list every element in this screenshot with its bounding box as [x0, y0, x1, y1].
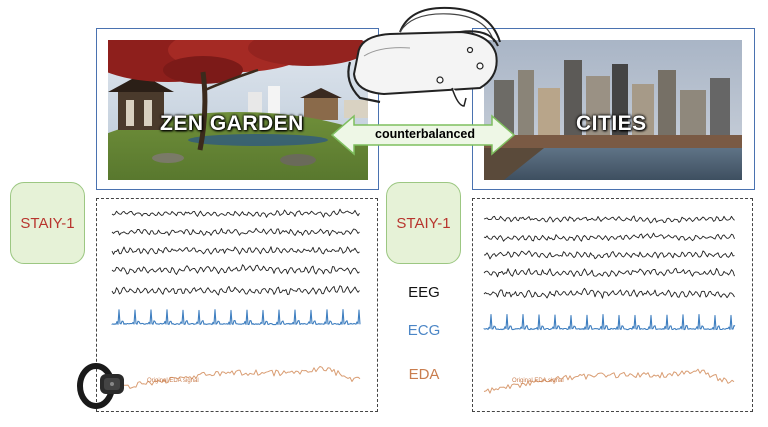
wristband-sensor-icon	[77, 363, 124, 409]
cities-label: CITIES	[576, 112, 647, 135]
stai-box-left: STAIY-1	[10, 182, 85, 264]
eda-trace-left	[111, 365, 361, 392]
eeg-trace-left-1	[111, 208, 360, 218]
cities-image	[484, 40, 742, 180]
zen-garden-image	[108, 40, 368, 180]
eda-caption-right: Original EDA signal	[512, 378, 564, 384]
ecg-trace-right	[483, 313, 736, 331]
eeg-trace-right-4	[483, 267, 735, 278]
eeg-label: EEG	[408, 284, 440, 301]
vr-headset-icon	[347, 6, 501, 107]
eeg-trace-left-4	[111, 264, 360, 275]
eeg-trace-left-2	[111, 227, 360, 237]
stai-label-left: STAIY-1	[20, 214, 75, 232]
eeg-trace-left-5	[111, 285, 360, 296]
signals-box-left	[96, 198, 378, 412]
eeg-trace-right-5	[483, 287, 735, 299]
counterbalanced-label: counterbalanced	[375, 127, 476, 141]
ecg-label: ECG	[407, 322, 441, 339]
zen-garden-label: ZEN GARDEN	[160, 112, 304, 135]
eda-caption-left: Original EDA signal	[147, 378, 199, 384]
eeg-trace-right-3	[483, 250, 735, 260]
eeg-trace-left-3	[111, 246, 360, 255]
eeg-trace-right-2	[483, 232, 735, 242]
eda-trace-right	[483, 368, 735, 394]
signals-box-right	[472, 198, 753, 412]
eeg-trace-right-1	[483, 215, 735, 224]
eda-label: EDA	[408, 366, 440, 383]
ecg-trace-left	[111, 309, 361, 326]
stai-box-right: STAIY-1	[386, 182, 461, 264]
counterbalanced-arrow	[330, 114, 516, 156]
stai-label-right: STAIY-1	[396, 214, 451, 232]
